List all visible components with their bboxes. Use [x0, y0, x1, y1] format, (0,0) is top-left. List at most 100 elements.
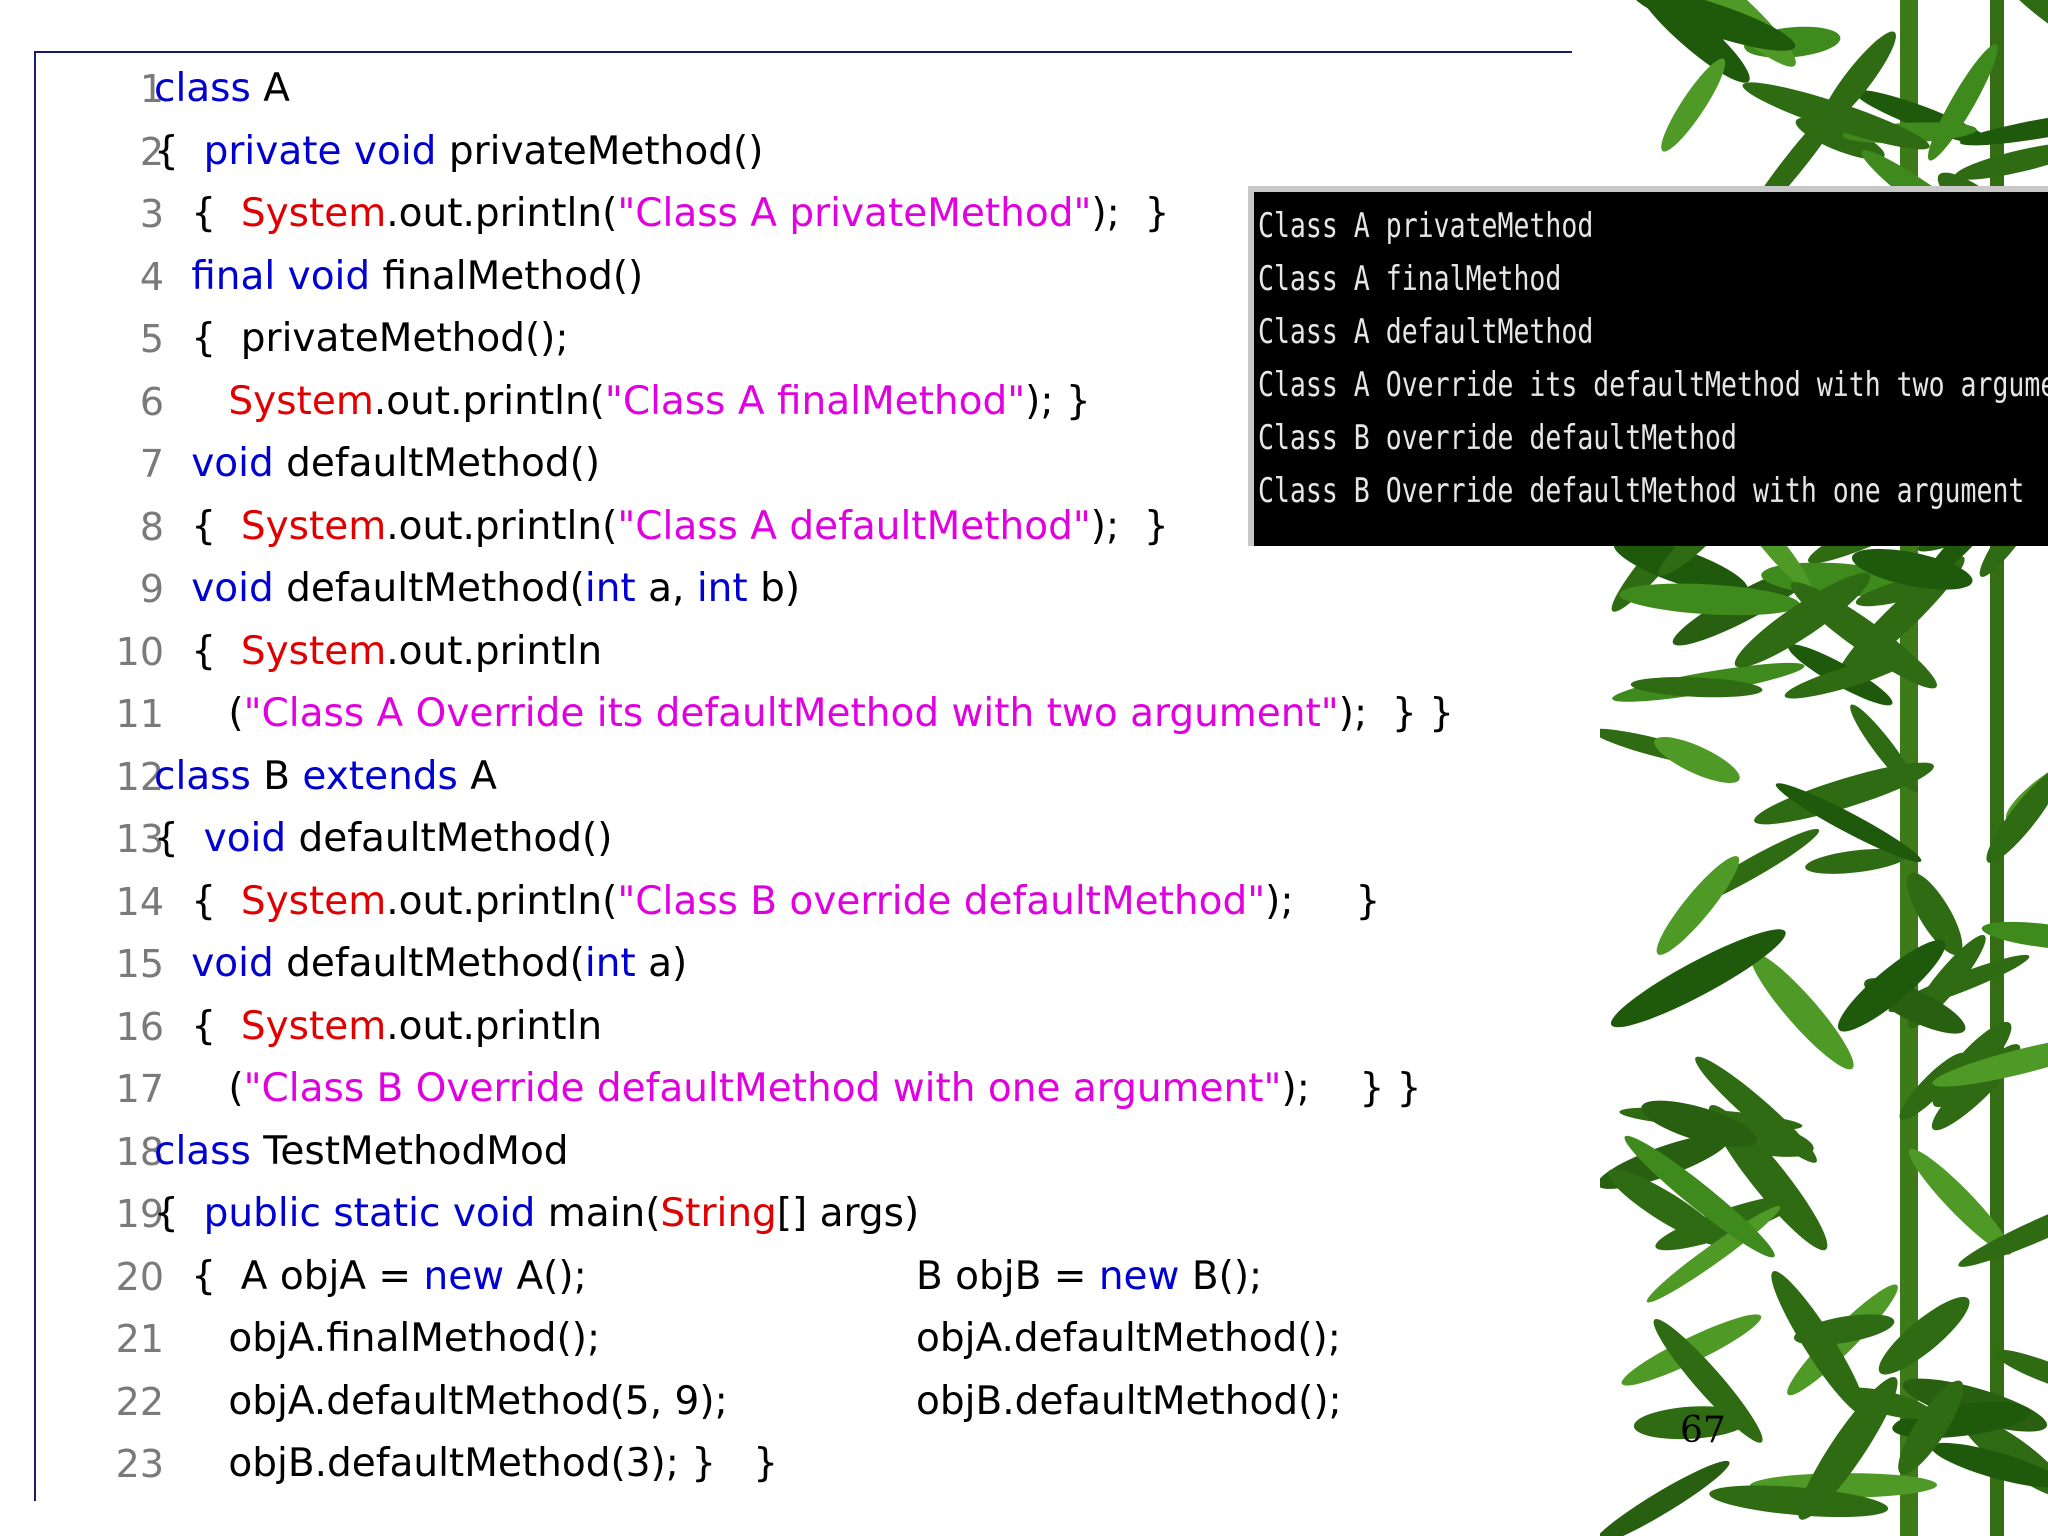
code-text: { System.out.println("Class A privateMet…	[154, 183, 1169, 246]
bamboo-leaf	[1898, 1380, 1964, 1475]
code-text-second-column: B objB = new B();	[916, 1246, 1262, 1309]
line-number: 8	[139, 504, 164, 549]
code-token	[154, 941, 191, 986]
line-number: 11	[115, 692, 164, 736]
console-line: Class A Override its defaultMethod with …	[1258, 365, 2048, 405]
bamboo-leaf	[1790, 582, 1937, 689]
code-token: objB.defaultMethod();	[916, 1378, 1342, 1424]
bamboo-leaf	[1734, 572, 1871, 668]
bamboo-leaf	[1624, 1135, 1775, 1258]
code-line: 19{ public static void main(String[] arg…	[48, 1183, 1588, 1246]
line-number: 17	[115, 1067, 164, 1111]
code-token: .out.println	[386, 628, 603, 674]
code-line: 4 final void finalMethod()	[48, 246, 1588, 309]
code-line: 16 { System.out.println	[48, 996, 1588, 1059]
code-token: ); }	[1090, 503, 1169, 549]
code-token: String	[660, 1191, 777, 1236]
bamboo-leaf	[1771, 1271, 1866, 1416]
code-text: objA.defaultMethod(5, 9);	[154, 1371, 728, 1434]
bamboo-leaf	[1986, 769, 2048, 863]
code-token: void	[203, 816, 287, 861]
code-token: .out.println(	[373, 378, 605, 424]
code-token: class	[154, 66, 251, 111]
code-text: void defaultMethod(int a, int b)	[154, 558, 800, 621]
code-token: System	[240, 191, 387, 236]
code-line: 20 { A objA = new A();B objB = new B();	[48, 1246, 1588, 1309]
code-text: { System.out.println("Class A defaultMet…	[154, 496, 1169, 559]
code-line: 21 objA.finalMethod(); objA.defaultMethod…	[48, 1308, 1588, 1371]
code-text-second-column: objA.defaultMethod();	[916, 1308, 1341, 1371]
code-token: finalMethod()	[370, 253, 644, 299]
code-token: int	[584, 566, 636, 611]
code-token: privateMethod()	[436, 128, 764, 174]
console-line: Class A defaultMethod	[1258, 312, 1594, 352]
bamboo-leaf	[1656, 856, 1740, 955]
bamboo-leaf	[1641, 1100, 1758, 1148]
line-number: 10	[115, 629, 164, 674]
code-token: (	[154, 1066, 244, 1111]
code-token: TestMethodMod	[250, 1128, 569, 1174]
code-token: "Class A finalMethod"	[604, 378, 1026, 424]
code-token: B	[250, 753, 303, 799]
bamboo-leaf	[1654, 736, 1740, 784]
code-token: {	[154, 191, 241, 236]
code-line: 6 System.out.println("Class A finalMetho…	[48, 371, 1588, 434]
code-token: int	[584, 941, 636, 986]
code-token: { privateMethod();	[154, 316, 569, 361]
code-line: 2{ private void privateMethod()	[48, 121, 1588, 184]
code-text: final void finalMethod()	[154, 246, 643, 309]
line-number: 5	[139, 317, 164, 361]
code-token: {	[154, 816, 204, 861]
line-number: 12	[115, 754, 164, 799]
code-token: "Class B override defaultMethod"	[617, 878, 1266, 924]
code-token: defaultMethod()	[273, 441, 601, 486]
code-line: 3 { System.out.println("Class A privateM…	[48, 183, 1588, 246]
code-line: 13{ void defaultMethod()	[48, 808, 1588, 871]
code-token	[154, 254, 191, 299]
console-line: Class A finalMethod	[1258, 259, 1562, 299]
code-token: .out.println(	[386, 191, 618, 236]
code-token: { A objA =	[154, 1253, 424, 1299]
code-token: objA.defaultMethod(5, 9);	[154, 1378, 728, 1424]
code-token: "Class A privateMethod"	[617, 191, 1092, 236]
bamboo-leaf	[1931, 1442, 2048, 1488]
bamboo-leaf	[1993, 1349, 2048, 1396]
code-token: "Class A defaultMethod"	[617, 503, 1091, 549]
line-number: 15	[115, 942, 164, 986]
code-token: void	[191, 941, 274, 986]
code-token: System	[240, 878, 387, 924]
console-line: Class A privateMethod	[1258, 206, 1594, 246]
code-line: 8 { System.out.println("Class A defaultM…	[48, 496, 1588, 559]
code-token: defaultMethod(	[273, 566, 585, 611]
code-token: System	[240, 1003, 387, 1049]
code-token: A	[457, 753, 497, 799]
code-token: objA.finalMethod();	[154, 1316, 601, 1361]
code-token: new	[1098, 1253, 1180, 1299]
code-text: class TestMethodMod	[154, 1121, 569, 1184]
code-text: { void defaultMethod()	[154, 808, 612, 871]
code-line: 22 objA.defaultMethod(5, 9);objB.default…	[48, 1371, 1588, 1434]
bamboo-leaf	[1661, 58, 1726, 152]
code-text: ("Class A Override its defaultMethod wit…	[154, 683, 1454, 746]
line-number: 2	[139, 129, 164, 174]
code-token: B objB =	[916, 1253, 1099, 1299]
code-token: objA.defaultMethod();	[916, 1316, 1341, 1361]
code-token: ); } }	[1338, 691, 1454, 736]
code-token: (	[154, 691, 244, 736]
line-number: 21	[115, 1317, 164, 1361]
line-number: 1	[139, 67, 164, 111]
bamboo-leaf	[1981, 921, 2048, 950]
line-number: 3	[139, 192, 164, 236]
line-number: 13	[115, 817, 164, 861]
code-token: "Class B Override defaultMethod with one…	[243, 1066, 1282, 1111]
bamboo-leaf	[1928, 44, 1998, 161]
top-rule	[34, 51, 1572, 53]
bamboo-leaf	[1695, 1056, 1817, 1163]
code-token: new	[423, 1253, 505, 1299]
code-text: objB.defaultMethod(3); } }	[154, 1433, 778, 1496]
line-number: 23	[115, 1442, 164, 1486]
code-token: [] args)	[776, 1191, 920, 1236]
